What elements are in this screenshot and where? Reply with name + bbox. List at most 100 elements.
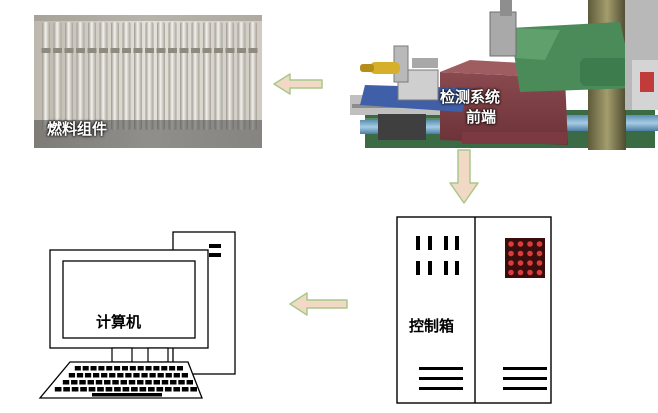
keyboard-key [156, 387, 164, 392]
vent-right [503, 367, 547, 390]
keyboard-key [104, 380, 111, 385]
grid-spacer [248, 48, 258, 53]
keyboard-key [71, 387, 79, 392]
keyboard-key [131, 387, 138, 392]
keyboard-key [149, 373, 156, 378]
indicator-lights [505, 238, 545, 278]
vent-left [419, 367, 463, 390]
keyboard-key [97, 387, 104, 392]
keyboard-key [98, 366, 105, 371]
computer [38, 231, 236, 399]
fuel-rod [42, 22, 50, 130]
keyboard-key [79, 380, 86, 385]
keyboard-key [125, 373, 132, 378]
keyboard-key [186, 380, 193, 385]
keyboard-key [164, 387, 172, 392]
indicator-led [527, 241, 533, 247]
keyboard-key [122, 387, 130, 392]
keyboard-key [170, 380, 177, 385]
keyboard-key [74, 366, 81, 371]
keyboard-key [80, 387, 87, 392]
indicator-led [517, 250, 524, 257]
fuel-rod [145, 22, 154, 130]
keyboard-key [62, 380, 70, 385]
keyboard-key [161, 366, 168, 371]
keyboard-key [137, 366, 144, 371]
keyboard-keys [54, 366, 197, 397]
fuel-assembly-photo [34, 15, 262, 148]
keyboard-key [139, 387, 147, 392]
arrow-to-computer [289, 292, 348, 316]
fuel-rod [226, 22, 234, 130]
keyboard-key [120, 380, 127, 385]
keyboard-key [165, 373, 172, 378]
grid-spacer [99, 48, 108, 53]
indicator-led [527, 250, 533, 257]
detector-front-end-image [350, 0, 658, 150]
keyboard-key [95, 380, 103, 385]
keyboard-key [181, 387, 189, 392]
keyboard-key [147, 387, 155, 392]
keyboard-key [87, 380, 94, 385]
control-box [396, 216, 552, 404]
fuel-rod [214, 22, 223, 130]
keyboard-key [68, 373, 76, 378]
keyboard-key [141, 373, 148, 378]
grid-spacer [87, 48, 97, 53]
fuel-rod [88, 22, 96, 130]
keyboard-key [161, 380, 169, 385]
keyboard-key [114, 387, 121, 392]
keyboard-key [54, 387, 62, 392]
keyboard-key [101, 373, 108, 378]
keyboard-key [88, 387, 96, 392]
switch-bars [416, 236, 459, 275]
fuel-rod [53, 22, 62, 130]
fuel-rod [122, 22, 131, 130]
keyboard-key [157, 373, 164, 378]
keyboard-key [153, 380, 160, 385]
grid-spacer [110, 48, 120, 53]
keyboard-key [121, 366, 128, 371]
keyboard-key [114, 366, 121, 371]
keyboard-key [106, 366, 113, 371]
spacebar [92, 393, 162, 397]
keyboard-key [176, 366, 183, 371]
grid-spacer [41, 48, 51, 53]
fuel-rod [237, 22, 246, 130]
indicator-led [508, 269, 514, 276]
keyboard-key [71, 380, 78, 385]
fuel-rod [111, 22, 119, 130]
grid-spacer [168, 48, 177, 53]
computer-label: 计算机 [96, 313, 142, 331]
grid-spacer [214, 48, 223, 53]
control-box-label: 控制箱 [409, 317, 455, 335]
fuel-rod [203, 22, 211, 130]
grid-spacer [133, 48, 143, 53]
fuel-rod [168, 22, 177, 130]
arrow-to-control-box [449, 149, 479, 204]
arrow-to-fuel-assembly [273, 73, 323, 95]
grid-spacer [202, 48, 212, 53]
keyboard-key [76, 373, 84, 378]
keyboard-key [93, 373, 100, 378]
grid-spacer [225, 48, 235, 53]
indicator-led [517, 269, 524, 276]
fuel-rod [157, 22, 165, 130]
indicator-led [536, 269, 543, 276]
indicator-led [508, 250, 514, 257]
indicator-led [527, 260, 533, 266]
fuel-rod [191, 22, 200, 130]
indicator-led [527, 269, 533, 276]
grid-spacer [122, 48, 131, 53]
keyboard-key [145, 380, 152, 385]
keyboard-key [181, 373, 188, 378]
keyboard-key [145, 366, 152, 371]
keyboard-key [112, 380, 119, 385]
indicator-led [508, 241, 514, 247]
keyboard-key [153, 366, 160, 371]
indicator-led [536, 250, 543, 257]
fuel-rod [180, 22, 188, 130]
grid-spacer [76, 48, 85, 53]
